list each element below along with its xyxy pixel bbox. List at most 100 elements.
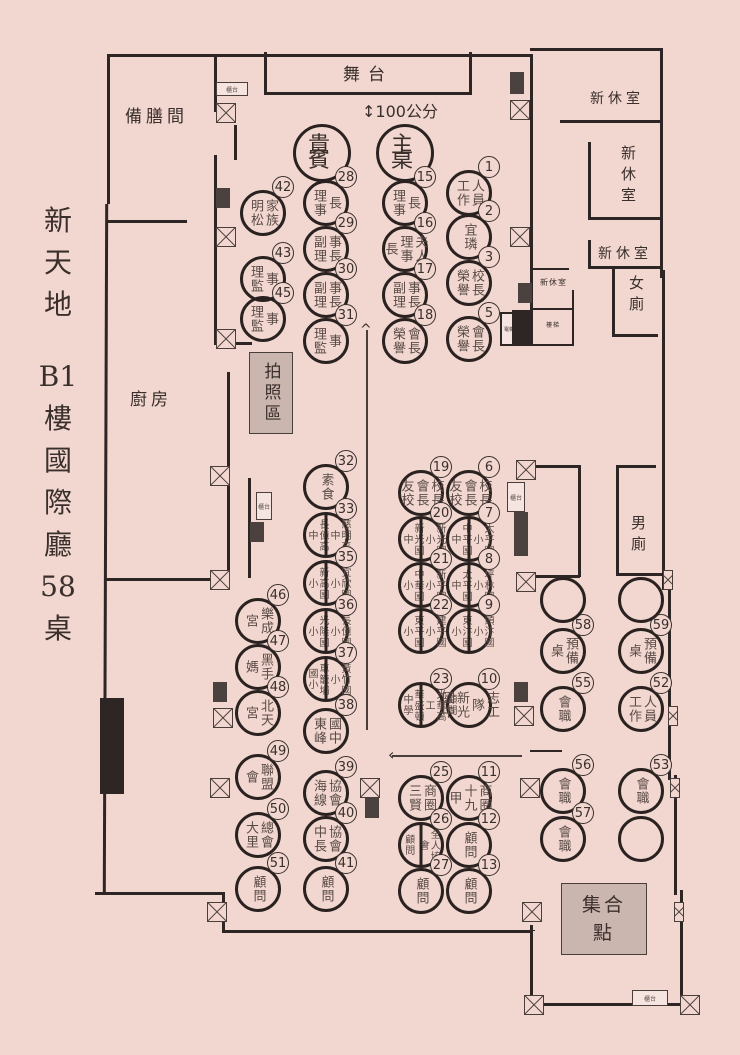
wall: [572, 290, 574, 345]
table-8[interactable]: 太平國中坪林國小: [446, 562, 493, 608]
title-char: 樓: [43, 402, 72, 435]
table-number-badge: 23: [430, 668, 452, 690]
table-56[interactable]: 會職: [540, 768, 586, 814]
table-31[interactable]: 理監事: [303, 318, 349, 364]
table-number-badge: 31: [335, 304, 357, 326]
table-label: 理事: [390, 189, 405, 217]
table-label: 長億國小: [328, 614, 350, 648]
table-57[interactable]: 會職: [540, 816, 586, 862]
table-label: 理事長: [382, 235, 413, 263]
table-17[interactable]: 副理事長: [382, 272, 428, 318]
table-label: 會職: [555, 777, 571, 805]
table-59[interactable]: 預備桌: [618, 628, 664, 674]
table-41[interactable]: 顧問: [303, 866, 349, 912]
table-46[interactable]: 樂成宮: [235, 598, 281, 644]
table-1[interactable]: 工作人員: [446, 170, 492, 216]
table-35[interactable]: 新高國小宜欣國小: [303, 560, 350, 606]
table-20[interactable]: 新光國中新光國小: [398, 516, 445, 562]
table-label: 顧問: [461, 877, 477, 905]
door-marker: [674, 902, 684, 922]
table-number-badge: 49: [267, 740, 289, 762]
table-58[interactable]: 預備桌: [540, 628, 586, 674]
table-25[interactable]: 三賢商圈: [398, 775, 444, 821]
table-48[interactable]: 北天宮: [235, 690, 281, 736]
door-marker: [216, 227, 236, 247]
table-label: 頭汴國小: [471, 614, 493, 648]
table-51[interactable]: 顧問: [235, 866, 281, 912]
table-11[interactable]: 十九甲商圈: [446, 775, 492, 821]
wall: [214, 155, 217, 345]
table-12[interactable]: 顧問: [446, 822, 492, 868]
stairs-label: 樓梯: [546, 322, 561, 329]
table-2[interactable]: 宜璘: [446, 214, 492, 260]
table-label: 全人協會: [417, 828, 440, 862]
table-6[interactable]: 友校校長會長: [446, 470, 492, 516]
table-unnumbered[interactable]: [618, 577, 664, 623]
table-number-badge: 25: [430, 761, 452, 783]
wall: [530, 750, 562, 752]
table-label: 預備桌: [626, 637, 656, 665]
table-37[interactable]: 車籠埔國小黃竹國小: [303, 656, 350, 702]
table-number-badge: 38: [335, 694, 357, 716]
stage-gap-label: ↕100公分: [362, 102, 438, 121]
table-label: 聯盟會: [243, 763, 273, 791]
table-label: 新平國小: [423, 568, 445, 602]
table-50[interactable]: 大里總會: [235, 812, 281, 858]
table-unnumbered[interactable]: [618, 816, 664, 862]
table-55[interactable]: 會職: [540, 686, 586, 732]
table-number-badge: 32: [335, 450, 357, 472]
table-32[interactable]: 素食: [303, 464, 349, 510]
table-28[interactable]: 理事長: [303, 180, 349, 226]
table-47[interactable]: 黑手媽: [235, 644, 281, 690]
title-char: 地: [43, 288, 72, 321]
table-unnumbered[interactable]: [540, 577, 586, 623]
table-label: 華盛頓中學: [401, 688, 423, 722]
table-number-badge: 46: [267, 584, 289, 606]
table-label: 海線: [311, 779, 326, 807]
table-27[interactable]: 顧問: [398, 868, 444, 914]
table-21[interactable]: 中華國小新平國小: [398, 562, 445, 608]
table-38[interactable]: 東峰國中: [303, 708, 349, 754]
table-3[interactable]: 榮譽校長: [446, 260, 492, 306]
table-label: 顧問: [402, 834, 414, 856]
stage-label: 舞台: [343, 64, 393, 85]
table-29[interactable]: 副理事長: [303, 226, 349, 272]
aisle-arrow-up: [366, 330, 368, 730]
table-10[interactable]: 新光國中志工隊: [439, 682, 499, 728]
table-label: 太平國中: [449, 568, 471, 602]
table-16[interactable]: 理事長夫人: [382, 226, 428, 272]
table-39[interactable]: 海線協會: [303, 770, 349, 816]
table-22[interactable]: 東平國小建平國小: [398, 608, 445, 654]
table-label: 人員: [469, 179, 484, 207]
table-label: 校長會長: [461, 479, 492, 507]
table-number-badge: 20: [430, 502, 452, 524]
table-53[interactable]: 會職: [618, 768, 664, 814]
table-5[interactable]: 榮譽會長: [446, 316, 492, 362]
table-number-badge: 26: [430, 808, 452, 830]
venue-title: 新 天 地 B1 樓 國 際 廳 58 桌: [38, 200, 78, 650]
table-42[interactable]: 明松家族: [240, 190, 286, 236]
table-36[interactable]: 光隆國小長億國小: [303, 608, 350, 654]
table-number-badge: 11: [478, 761, 500, 783]
table-number-badge: 8: [478, 548, 500, 570]
table-13[interactable]: 顧問: [446, 868, 492, 914]
table-number-badge: 6: [478, 456, 500, 478]
table-49[interactable]: 聯盟會: [235, 754, 281, 800]
table-number-badge: 21: [430, 548, 452, 570]
table-45[interactable]: 理監事: [240, 296, 286, 342]
table-9[interactable]: 東汴國小頭汴國小: [446, 608, 493, 654]
table-30[interactable]: 副理事長: [303, 272, 349, 318]
lounge-1-label: 新休室: [590, 91, 644, 107]
table-33[interactable]: 長億高中慈明高中: [303, 512, 350, 558]
table-19[interactable]: 友校校長會長: [398, 470, 444, 516]
table-52[interactable]: 工作人員: [618, 686, 664, 732]
table-40[interactable]: 中長協會: [303, 816, 349, 862]
table-7[interactable]: 中平國中太平國小: [446, 516, 493, 562]
table-label: 商圈: [421, 784, 436, 812]
wall: [104, 578, 212, 581]
table-label: 宜璘: [461, 223, 477, 251]
table-15[interactable]: 理事長: [382, 180, 428, 226]
table-26[interactable]: 顧問全人協會: [398, 822, 444, 868]
table-18[interactable]: 榮譽會長: [382, 318, 428, 364]
lounge-2-label: 新休室: [619, 145, 637, 208]
